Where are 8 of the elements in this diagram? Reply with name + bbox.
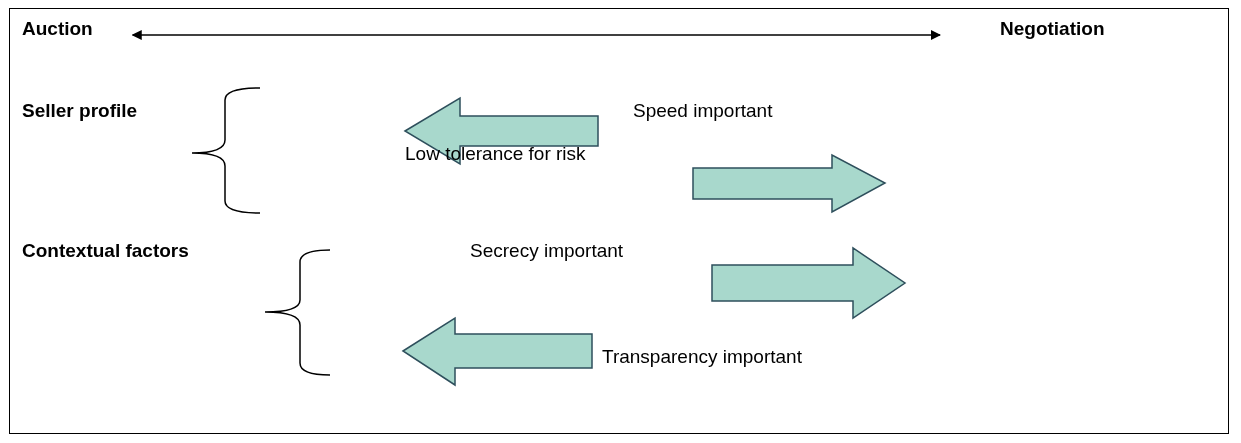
group-heading: Seller profile [22,100,138,122]
group-heading: Contextual factors [22,240,189,262]
factor-text: Speed important [633,100,773,122]
factor-text: Secrecy important [470,240,624,262]
factor-text: Transparency important [602,346,802,368]
end-label: Auction [22,18,93,40]
end-label: Negotiation [1000,18,1105,40]
double-arrow [131,30,941,40]
